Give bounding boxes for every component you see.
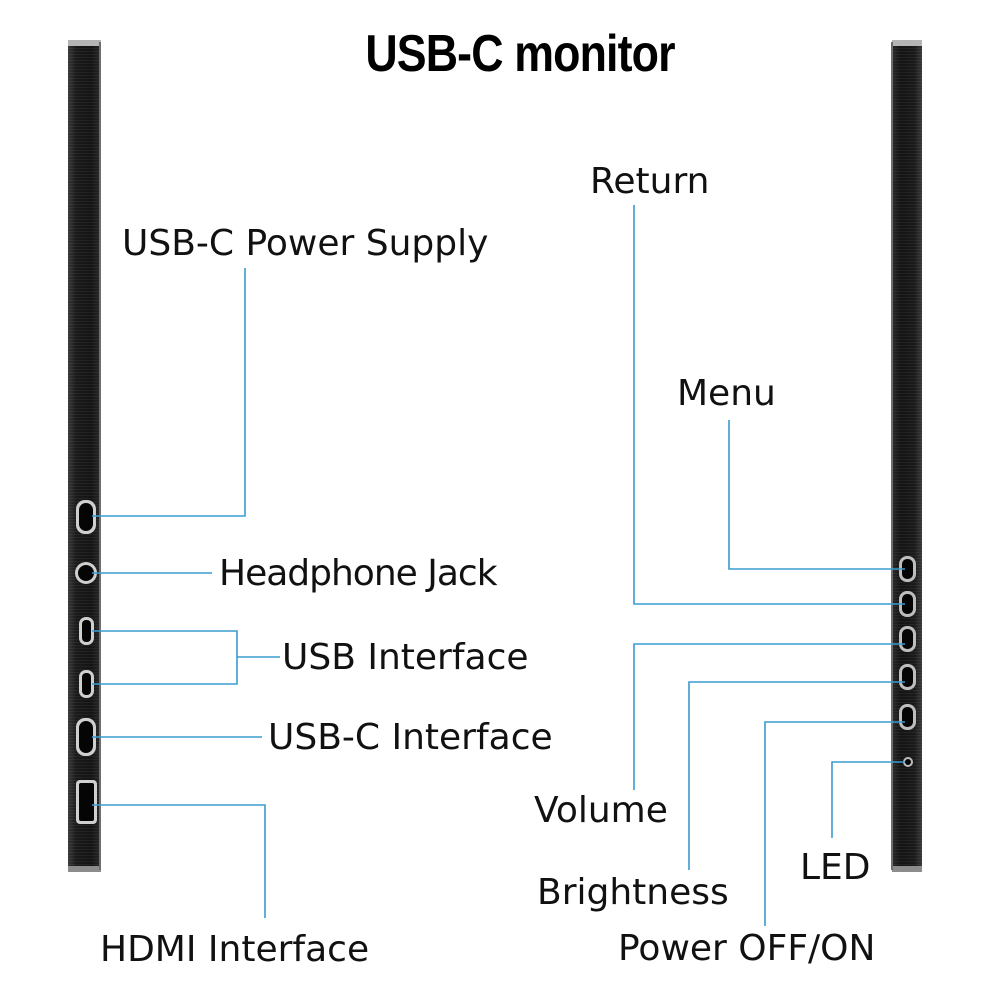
label-menu: Menu: [677, 373, 776, 414]
return-button-control: [899, 591, 916, 617]
led-indicator: [903, 757, 913, 767]
menu-button-control: [899, 556, 916, 582]
volume-button-control: [899, 626, 916, 652]
leader-menu: [728, 420, 905, 570]
label-hdmi-interface: HDMI Interface: [100, 929, 370, 970]
headphone-jack-port: [75, 562, 97, 584]
leader-usb: [92, 630, 238, 685]
label-usbc-interface: USB-C Interface: [268, 717, 553, 758]
leader-return: [633, 205, 905, 605]
label-volume: Volume: [534, 790, 668, 831]
leader-led: [831, 761, 905, 838]
right-monitor-edge: [891, 40, 922, 872]
label-return: Return: [590, 161, 710, 202]
brightness-button-control: [899, 664, 916, 690]
leader-lines: [92, 205, 905, 926]
label-brightness: Brightness: [537, 872, 729, 913]
label-usb-interface: USB Interface: [282, 637, 529, 678]
usb-port-1: [79, 617, 94, 645]
diagram-title: USB-C monitor: [365, 25, 675, 83]
leader-hdmi: [92, 804, 266, 918]
left-ports: [75, 500, 97, 824]
hdmi-port: [76, 780, 97, 824]
usb-port-2: [79, 670, 94, 698]
label-usbc-power: USB-C Power Supply: [122, 223, 489, 264]
label-led: LED: [800, 847, 871, 888]
power-button-control: [899, 704, 916, 730]
leader-brightness: [688, 681, 905, 870]
leader-volume: [633, 643, 905, 790]
usbc-power-port: [76, 500, 96, 534]
leader-usbc-power: [92, 268, 246, 517]
label-headphone-jack: Headphone Jack: [219, 553, 498, 594]
usbc-port: [76, 718, 96, 756]
label-power: Power OFF/ON: [618, 928, 876, 969]
leader-power: [764, 721, 905, 926]
